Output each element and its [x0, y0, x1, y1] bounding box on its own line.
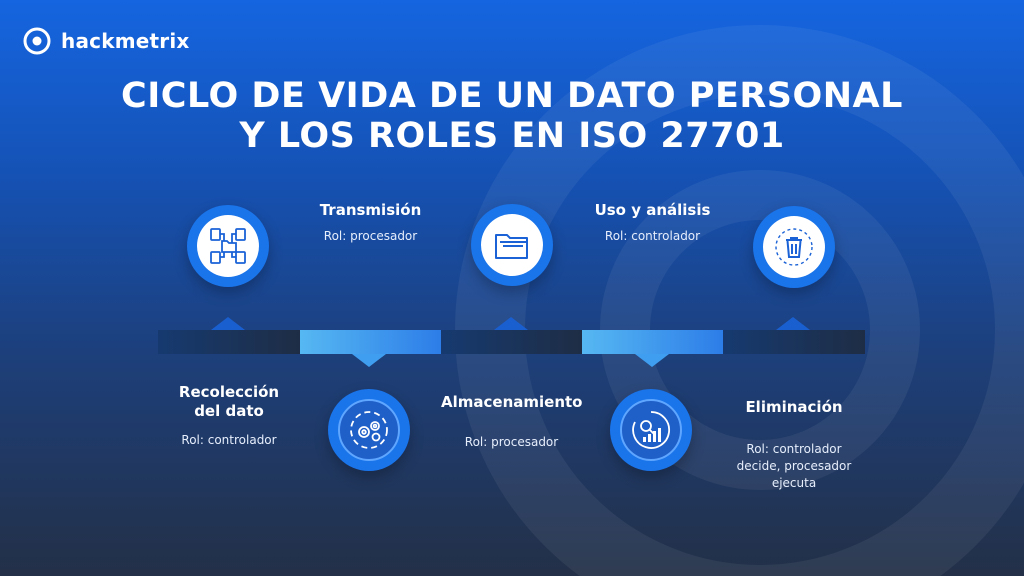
- page-title: CICLO DE VIDA DE UN DATO PERSONAL Y LOS …: [0, 76, 1024, 156]
- stage-2-label: Transmisión: [319, 201, 422, 219]
- pointer-stage-2: [352, 354, 386, 367]
- pointer-stage-3: [494, 317, 528, 330]
- timeline-segment-3: [441, 330, 582, 354]
- timeline-segment-2: [300, 330, 441, 354]
- brand-name: hackmetrix: [61, 29, 190, 53]
- title-line-1: CICLO DE VIDA DE UN DATO PERSONAL: [121, 76, 903, 116]
- trash-icon: [775, 228, 813, 266]
- stage-4-role: Rol: controlador: [604, 229, 701, 243]
- stage-5-icon-badge: [753, 206, 835, 288]
- stage-4-icon-badge: [610, 389, 692, 471]
- stage-1-icon-badge: [187, 205, 269, 287]
- gears-icon: [350, 411, 388, 449]
- stage-5-role: Rol: controlador decide, procesador ejec…: [736, 442, 852, 490]
- files-network-icon: [210, 228, 246, 264]
- hackmetrix-logo-icon: [23, 27, 51, 55]
- pointer-stage-5: [776, 317, 810, 330]
- stage-5-label: Eliminación: [745, 398, 843, 416]
- stage-1-label: Recolección del dato: [178, 383, 280, 420]
- pointer-stage-1: [211, 317, 245, 330]
- folder-icon: [495, 234, 528, 259]
- timeline-segment-4: [582, 330, 723, 354]
- stage-1-role: Rol: controlador: [181, 433, 277, 447]
- stage-3-icon-badge: [471, 204, 553, 286]
- stage-2-icon-badge: [328, 389, 410, 471]
- timeline-segment-1: [158, 330, 300, 354]
- brand-logo[interactable]: hackmetrix: [22, 26, 189, 56]
- stage-3-role: Rol: procesador: [464, 435, 559, 449]
- timeline-segment-5: [723, 330, 865, 354]
- analytics-chart-icon: [632, 411, 671, 449]
- stage-2-role: Rol: procesador: [323, 229, 418, 243]
- title-line-2: Y LOS ROLES EN ISO 27701: [239, 116, 785, 156]
- stage-3-label: Almacenamiento: [441, 393, 583, 411]
- stage-4-label: Uso y análisis: [594, 201, 711, 219]
- pointer-stage-4: [635, 354, 669, 367]
